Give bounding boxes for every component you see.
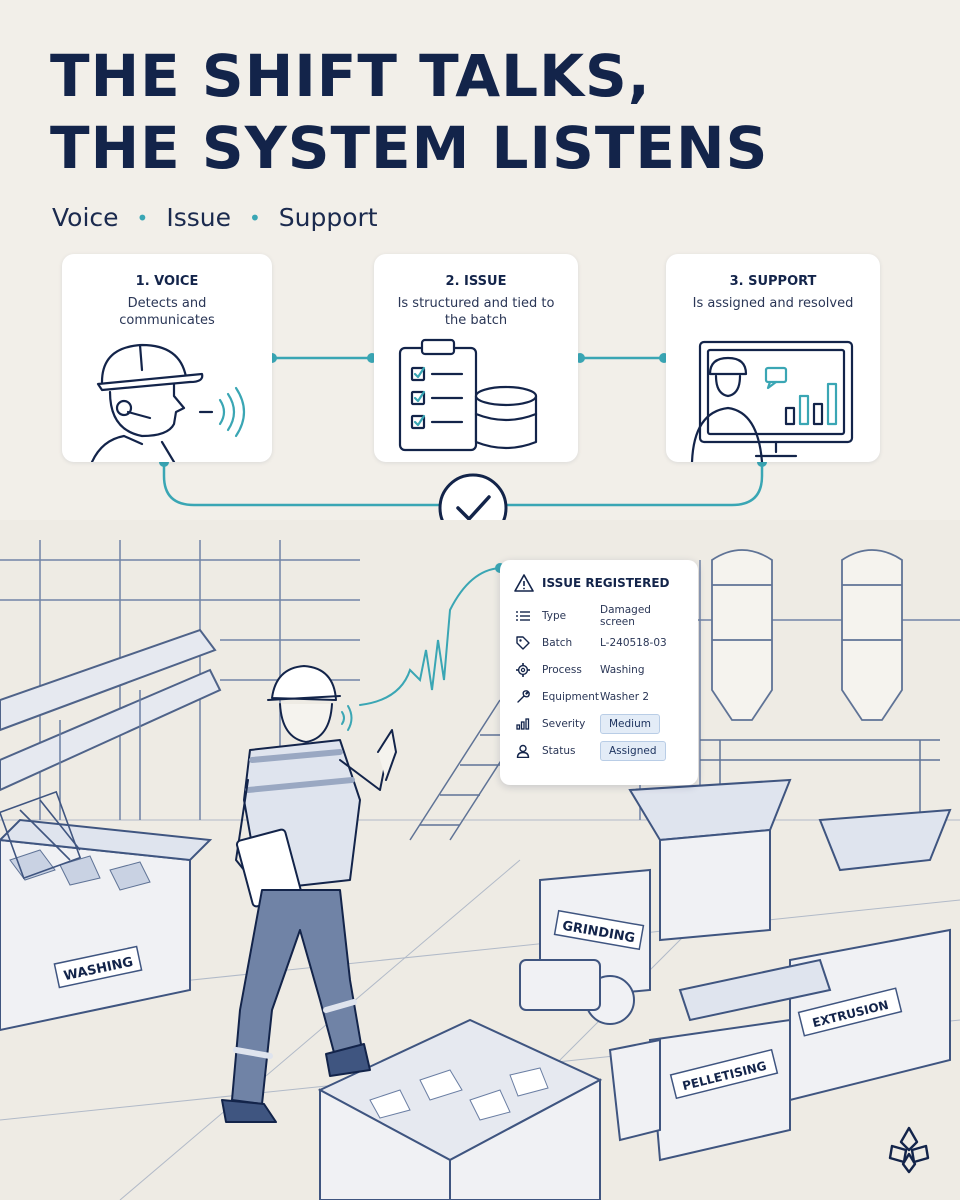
brand-logo-icon <box>888 1126 930 1174</box>
gear-icon <box>514 662 532 677</box>
subtitle: Voice • Issue • Support <box>52 203 378 232</box>
page-title: THE SHIFT TALKS, THE SYSTEM LISTENS <box>50 40 768 184</box>
issue-row-status: Status Assigned <box>514 737 684 764</box>
issue-row-label: Status <box>542 744 576 757</box>
step-description: Is assigned and resolved <box>692 296 854 311</box>
issue-row-value: L-240518-03 <box>600 636 667 649</box>
issue-row-label: Batch <box>542 636 573 649</box>
title-line-1: THE SHIFT TALKS, <box>50 42 651 110</box>
step-card-support: 3. SUPPORT Is assigned and resolved <box>666 254 880 462</box>
step-description: Detects and communicates <box>119 296 215 328</box>
step-description: Is structured and tied to the batch <box>397 296 555 328</box>
issue-row-label: Severity <box>542 717 586 730</box>
issue-row-value: Washer 2 <box>600 690 650 703</box>
issue-row-value: Damaged screen <box>600 603 651 628</box>
issue-row-severity: Severity Medium <box>514 710 684 737</box>
clipboard-database-icon <box>398 338 538 452</box>
factory-scene: WASHING GRINDING PELLETISING EXTRUSION <box>0 520 960 1200</box>
subtitle-voice: Voice <box>52 203 119 232</box>
issue-row-label: Type <box>542 609 567 622</box>
tag-icon <box>514 635 532 650</box>
subtitle-support: Support <box>278 203 378 232</box>
monitor-dashboard-icon <box>690 340 854 462</box>
issue-row-equipment: Equipment Washer 2 <box>514 683 684 710</box>
status-badge: Assigned <box>600 740 666 761</box>
step-card-voice: 1. VOICE Detects and communicates <box>62 254 272 462</box>
subtitle-issue: Issue <box>166 203 231 232</box>
step-title: 2. ISSUE <box>445 274 507 289</box>
issue-row-value: Washing <box>600 663 645 676</box>
separator-dot-icon: • <box>136 205 149 230</box>
separator-dot-icon: • <box>248 205 261 230</box>
severity-badge: Medium <box>600 713 660 734</box>
issue-registered-card: ISSUE REGISTERED Type Damaged screen Bat… <box>500 560 698 785</box>
wrench-icon <box>514 689 532 704</box>
step-card-issue: 2. ISSUE Is structured and tied to the b… <box>374 254 578 462</box>
warning-icon <box>514 574 534 592</box>
issue-card-header: ISSUE REGISTERED <box>514 574 684 592</box>
issue-row-batch: Batch L-240518-03 <box>514 629 684 656</box>
issue-row-process: Process Washing <box>514 656 684 683</box>
step-title: 3. SUPPORT <box>729 274 817 289</box>
bars-icon <box>514 717 532 731</box>
list-icon <box>514 609 532 623</box>
title-line-2: THE SYSTEM LISTENS <box>50 114 769 182</box>
step-title: 1. VOICE <box>135 274 199 289</box>
worker-headset-icon <box>90 343 246 462</box>
issue-row-label: Equipment <box>542 690 599 703</box>
issue-card-title: ISSUE REGISTERED <box>542 576 670 590</box>
issue-row-label: Process <box>542 663 582 676</box>
user-icon <box>514 744 532 758</box>
issue-row-type: Type Damaged screen <box>514 602 684 629</box>
